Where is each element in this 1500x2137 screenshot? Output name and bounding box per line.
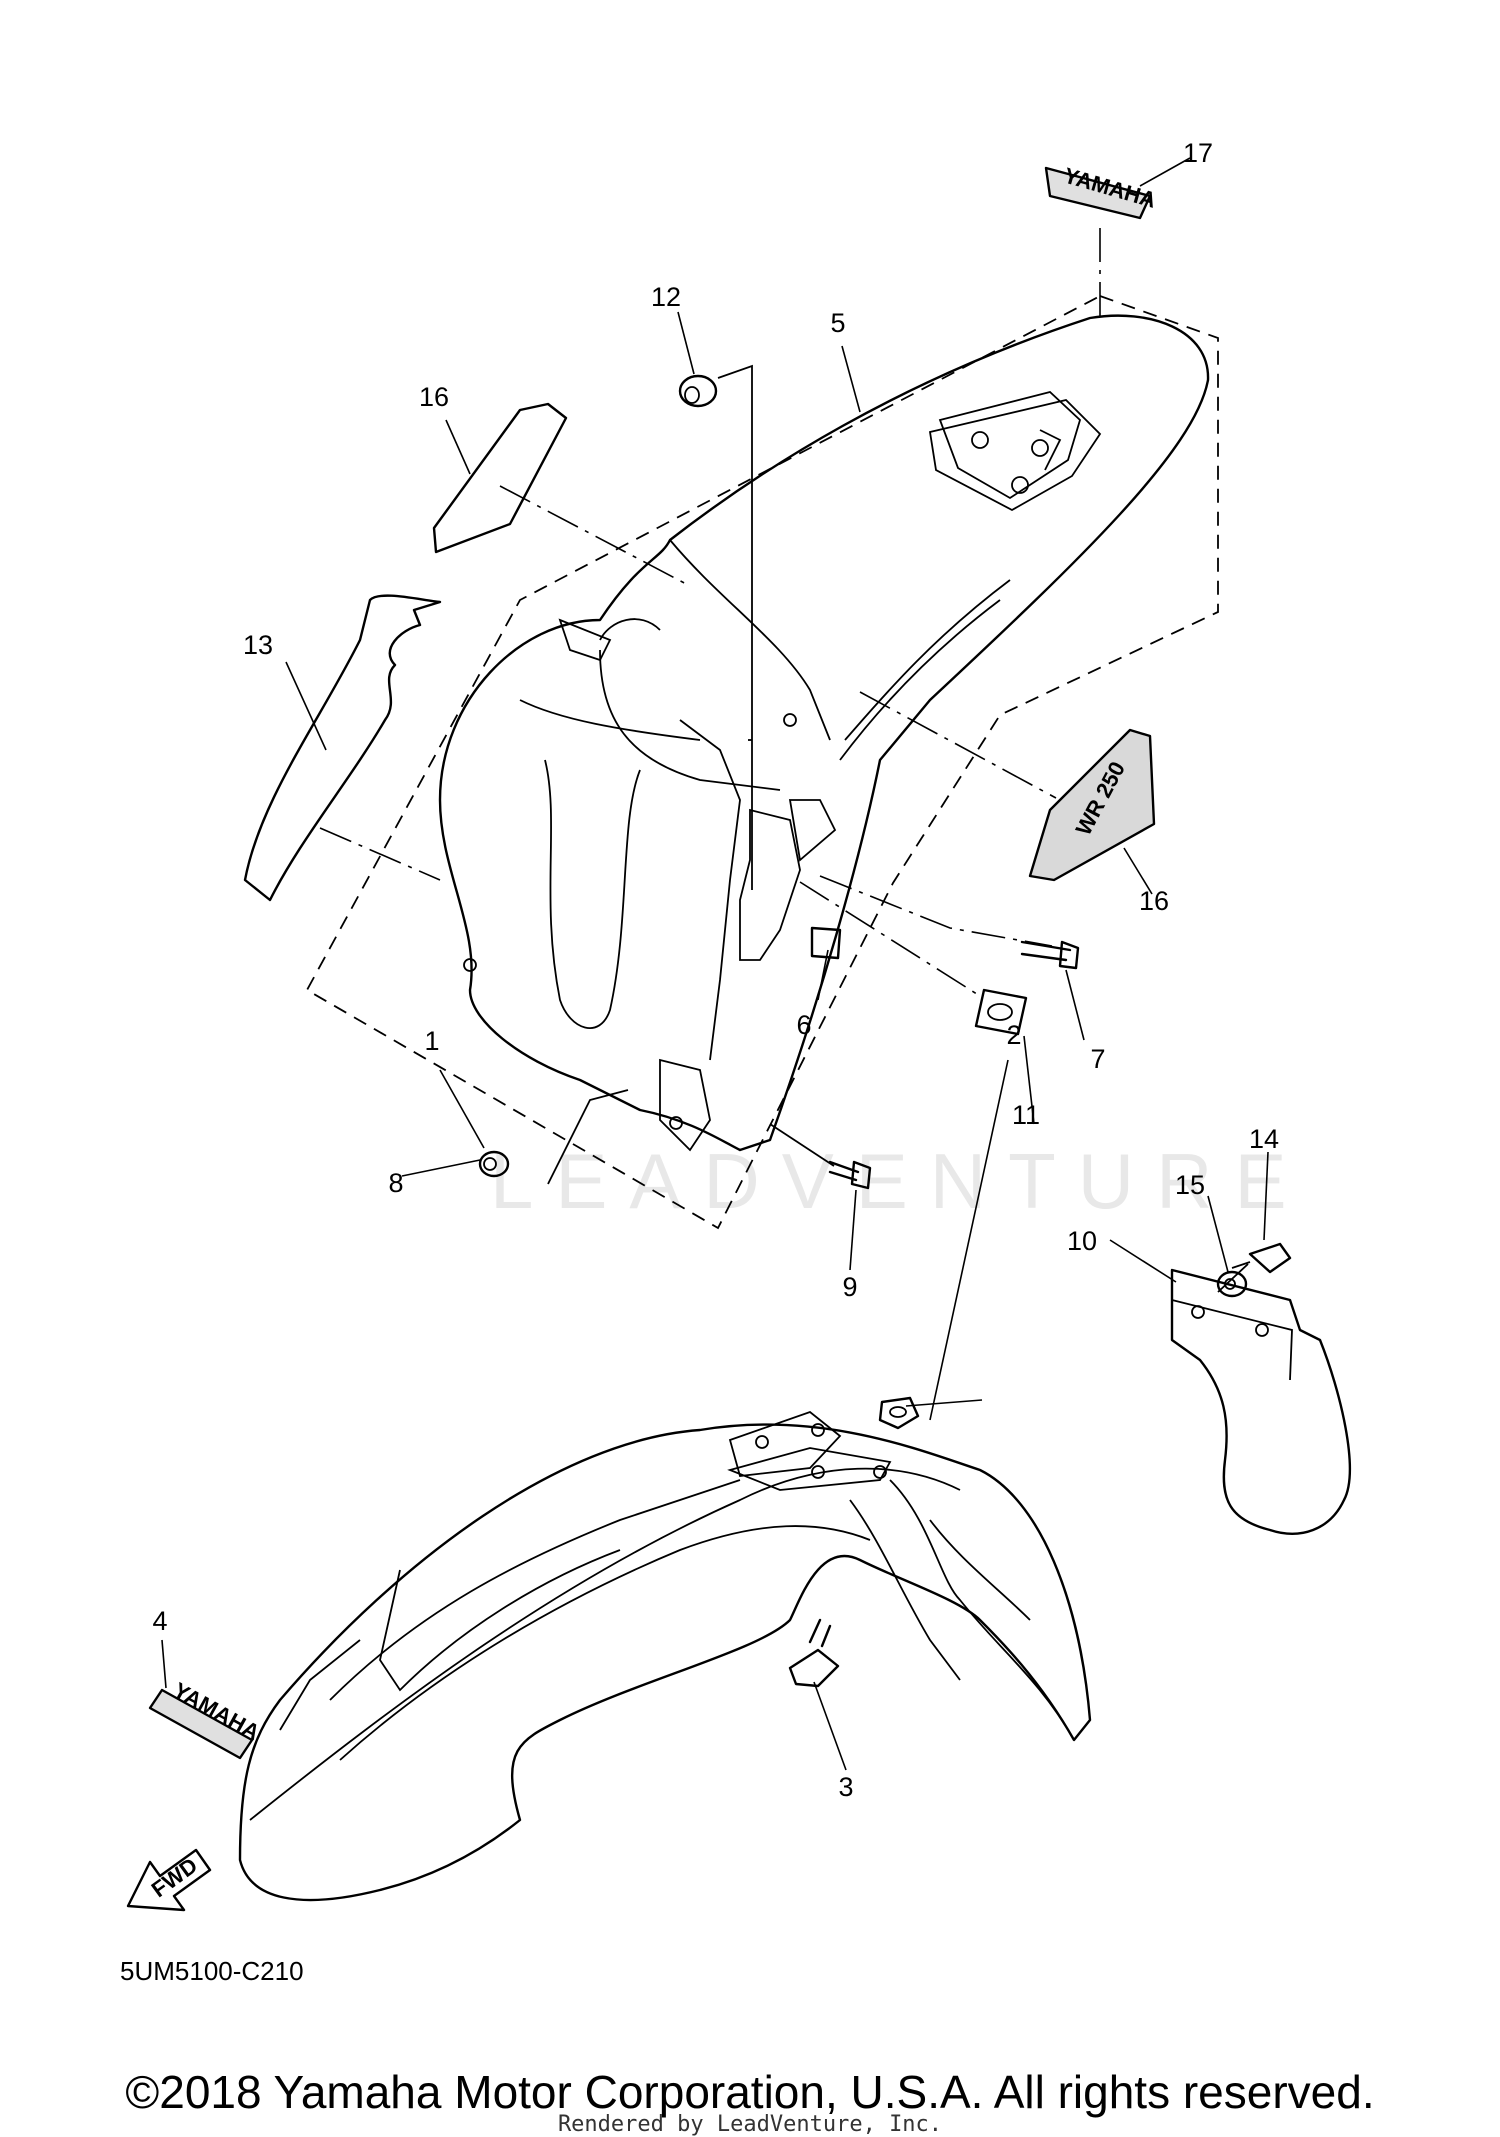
callout-14: 14 [1249, 1124, 1279, 1154]
forward-direction-arrow: FWD [126, 1848, 212, 1912]
front-fender-yamaha-decal: YAMAHA [148, 1677, 264, 1760]
callout-15: 15 [1175, 1170, 1205, 1200]
front-fender-bolt-3 [788, 1618, 840, 1688]
rear-fender-side-decal-right: WR 250 [1028, 728, 1156, 882]
callout-6: 6 [796, 1010, 811, 1040]
callout-4: 4 [152, 1606, 167, 1636]
callout-9: 9 [842, 1272, 857, 1302]
grommet-11 [974, 988, 1028, 1036]
callout-7: 7 [1090, 1044, 1105, 1074]
callout-17: 17 [1183, 138, 1213, 168]
callout-11: 11 [1012, 1100, 1040, 1130]
grommet-12 [678, 374, 718, 408]
callout-2: 2 [1006, 1020, 1021, 1050]
bolt-9 [828, 1160, 872, 1190]
callout-10: 10 [1067, 1226, 1097, 1256]
callout-8: 8 [388, 1168, 403, 1198]
callout-5: 5 [830, 308, 845, 338]
rendered-by-credit: Rendered by LeadVenture, Inc. [557, 2112, 943, 2137]
side-cover [243, 594, 442, 902]
bolt-7 [1020, 940, 1080, 970]
watermark: LEADVENTURE [490, 1137, 1308, 1225]
copyright-footer: ©2018 Yamaha Motor Corporation, U.S.A. A… [125, 2066, 1375, 2118]
mud-flap [1170, 1268, 1351, 1535]
front-fender-nut-2 [878, 1396, 920, 1430]
top-yamaha-decal: YAMAHA [1044, 163, 1159, 220]
nut-6 [810, 926, 842, 960]
rear-fender-side-decal-left [432, 402, 568, 554]
callout-16-left: 16 [419, 382, 449, 412]
collar-8 [478, 1150, 510, 1178]
callout-13: 13 [243, 630, 273, 660]
callout-12: 12 [651, 282, 681, 312]
callout-16-right: 16 [1139, 886, 1169, 916]
front-fender [238, 1410, 1092, 1902]
rear-fender-assembly-boundary [305, 295, 1219, 1230]
callout-1: 1 [424, 1026, 439, 1056]
bolt-14 [1231, 1242, 1292, 1274]
callout-3: 3 [838, 1772, 853, 1802]
part-code: 5UM5100-C210 [120, 1956, 304, 1986]
